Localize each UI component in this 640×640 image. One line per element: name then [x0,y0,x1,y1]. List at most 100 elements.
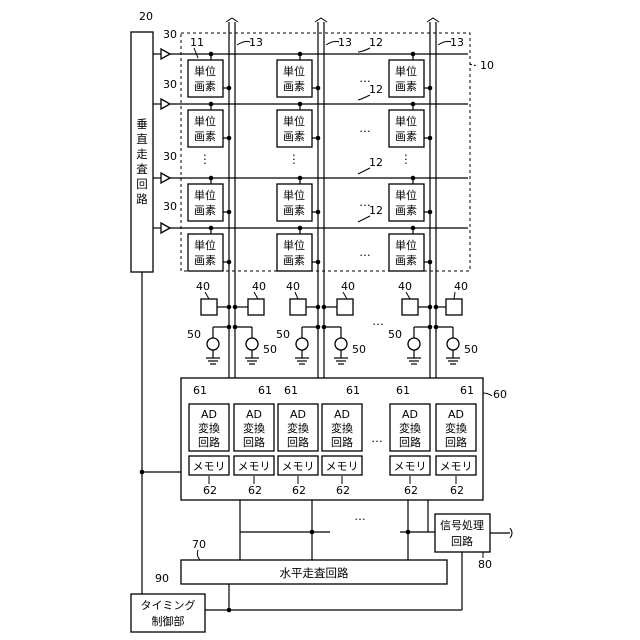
svg-text:変換: 変換 [399,421,421,435]
svg-text:61: 61 [193,384,207,397]
svg-text:AD: AD [448,408,464,421]
svg-text:50: 50 [187,328,201,341]
svg-text:変換: 変換 [243,421,265,435]
svg-text:⋮: ⋮ [400,152,412,166]
row-buffer-3 [161,173,170,183]
unit-pixels: 単位 画素 単位 画素 単位 画素 単位 画素 単位 画素 単位 画素 単位 画… [188,54,430,271]
svg-text:回路: 回路 [287,436,309,449]
svg-text:61: 61 [396,384,410,397]
svg-text:61: 61 [460,384,474,397]
svg-text:62: 62 [248,484,262,497]
svg-text:62: 62 [336,484,350,497]
vertical-scan-char-5: 路 [136,192,148,206]
row-buffer-2 [161,99,170,109]
ref-90: 90 [155,572,169,585]
adc-column-3: AD 変換 回路 メモリ [278,404,318,475]
pixel-array-boundary [181,33,470,271]
adc-column-5: AD 変換 回路 メモリ [390,404,430,475]
ref-12-b: 12 [369,83,383,96]
ref-30-b: 30 [163,78,177,91]
svg-text:40: 40 [398,280,412,293]
svg-text:50: 50 [352,343,366,356]
ref-12-d: 12 [369,204,383,217]
svg-text:40: 40 [454,280,468,293]
svg-text:40: 40 [196,280,210,293]
svg-text:回路: 回路 [331,436,353,449]
svg-text:61: 61 [346,384,360,397]
svg-text:50: 50 [464,343,478,356]
svg-text:単位: 単位 [194,64,216,78]
adc-column-4: AD 変換 回路 メモリ [322,404,362,475]
adc-column-2: AD 変換 回路 メモリ [234,404,274,475]
svg-text:単位: 単位 [283,64,305,78]
ref-12-c: 12 [369,156,383,169]
svg-text:画素: 画素 [395,130,417,143]
svg-text:回路: 回路 [445,436,467,449]
vertical-scan-char-1: 直 [136,132,148,146]
vertical-scanning-circuit: 垂 直 走 査 回 路 20 [131,10,153,272]
svg-text:画素: 画素 [395,254,417,267]
svg-text:画素: 画素 [395,80,417,93]
svg-text:61: 61 [258,384,272,397]
svg-text:62: 62 [292,484,306,497]
svg-text:メモリ: メモリ [326,460,359,473]
svg-text:メモリ: メモリ [238,460,271,473]
svg-text:50: 50 [388,328,402,341]
row-buffer-4 [161,223,170,233]
svg-text:62: 62 [404,484,418,497]
ref-12-a: 12 [369,36,383,49]
svg-text:⋮: ⋮ [288,152,300,166]
vertical-scan-char-0: 垂 [136,117,148,131]
svg-text:メモリ: メモリ [440,460,473,473]
svg-text:40: 40 [286,280,300,293]
svg-text:タイミング: タイミング [141,598,196,612]
svg-text:画素: 画素 [395,204,417,217]
svg-text:単位: 単位 [395,114,417,128]
ref-30-d: 30 [163,200,177,213]
svg-text:単位: 単位 [194,188,216,202]
ref-13-c: 13 [450,36,464,49]
svg-text:単位: 単位 [283,114,305,128]
svg-text:40: 40 [341,280,355,293]
svg-text:62: 62 [203,484,217,497]
svg-text:水平走査回路: 水平走査回路 [280,566,349,580]
svg-text:画素: 画素 [283,204,305,217]
svg-text:単位: 単位 [395,64,417,78]
adc-column-6: AD 変換 回路 メモリ [436,404,476,475]
ref-60: 60 [493,388,507,401]
row-buffer-1 [161,49,170,59]
svg-text:回路: 回路 [399,436,421,449]
svg-text:単位: 単位 [283,238,305,252]
svg-text:単位: 単位 [194,238,216,252]
svg-text:AD: AD [201,408,217,421]
output-bus: … [240,500,435,560]
svg-text:制御部: 制御部 [152,614,185,628]
svg-text:メモリ: メモリ [394,460,427,473]
svg-text:…: … [354,509,366,523]
vertical-scan-char-2: 走 [136,147,148,161]
svg-text:…: … [372,314,384,328]
svg-text:変換: 変換 [198,421,220,435]
horizontal-scanning-circuit: 水平走査回路 70 [181,538,447,584]
ref-20: 20 [139,10,153,23]
svg-text:メモリ: メモリ [193,460,226,473]
adc-column-1: AD 変換 回路 メモリ [189,404,229,475]
column-processing-block: 60 AD 変換 回路 メモリ AD 変換 回路 メモリ AD 変換 回路 メモ… [181,378,507,500]
svg-text:画素: 画素 [194,80,216,93]
ref-70: 70 [192,538,206,551]
ref-13-a: 13 [249,36,263,49]
svg-text:単位: 単位 [194,114,216,128]
svg-text:単位: 単位 [395,238,417,252]
ref-30-a: 30 [163,28,177,41]
ref-13-b: 13 [338,36,352,49]
svg-text:回路: 回路 [451,535,473,548]
load-elements: 40 40 40 40 40 40 … [196,280,468,328]
vertical-scan-char-3: 査 [136,162,148,176]
svg-text:画素: 画素 [194,254,216,267]
svg-text:AD: AD [290,408,306,421]
svg-text:…: … [371,431,383,445]
svg-text:画素: 画素 [194,130,216,143]
svg-text:メモリ: メモリ [282,460,315,473]
svg-text:AD: AD [334,408,350,421]
